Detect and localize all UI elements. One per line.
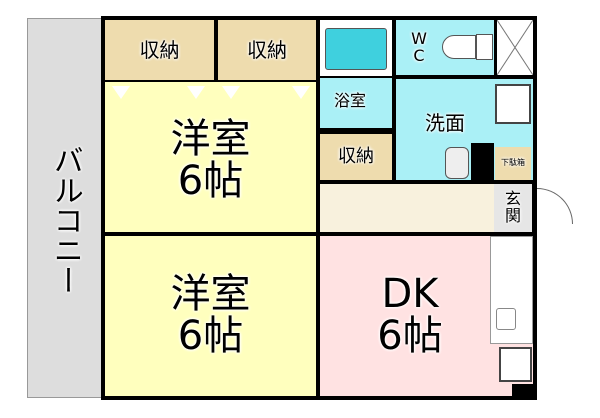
western-room-upper-label: 洋室 6帖 (170, 116, 251, 204)
shoe-cabinet-label: 下駄箱 (501, 158, 525, 168)
closet-1-label: 収納 (139, 37, 180, 62)
pipe-shaft-cross-icon (497, 20, 533, 75)
entrance-door (537, 188, 573, 224)
hallway (320, 184, 494, 232)
balcony (27, 18, 103, 398)
closet-door-icon (222, 86, 240, 99)
pillar (471, 143, 494, 181)
pillar (512, 384, 533, 398)
closet-3-label: 収納 (338, 145, 374, 167)
sink-icon (496, 308, 516, 330)
washing-machine-icon (495, 84, 531, 124)
western-room-lower (105, 236, 316, 396)
western-room-lower-label: 洋室 6帖 (170, 271, 251, 359)
dining-kitchen-label: DK 6帖 (377, 271, 443, 359)
closet-2-label: 収納 (247, 37, 287, 62)
washbasin-icon (445, 147, 469, 179)
toilet-icon (442, 35, 476, 59)
entrance (494, 184, 532, 232)
bathroom-label: 浴室 (333, 90, 366, 110)
closet-door-icon (187, 86, 205, 99)
balcony-label: バルコニー (47, 145, 83, 295)
closet-1 (105, 20, 214, 80)
western-room-upper (105, 82, 316, 232)
closet-door-icon (112, 86, 130, 99)
shoe-cabinet (495, 147, 531, 180)
closet-3 (320, 134, 392, 180)
fridge-space-icon (499, 347, 532, 382)
entrance-label: 玄 関 (504, 189, 521, 225)
bathroom (320, 78, 392, 128)
closet-2 (218, 20, 316, 80)
closet-door-icon (292, 86, 310, 99)
toilet-tank-icon (476, 34, 493, 60)
bathtub-icon (325, 28, 387, 70)
toilet-label: W C (411, 29, 427, 65)
washroom-label: 洗面 (425, 110, 465, 135)
